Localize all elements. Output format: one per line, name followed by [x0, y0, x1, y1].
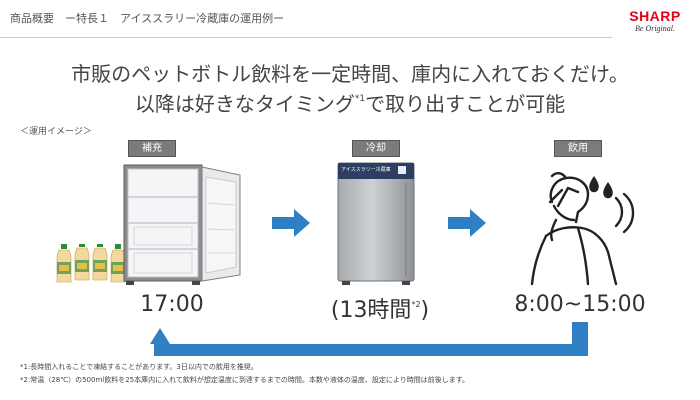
right-arrow-icon	[448, 209, 486, 237]
usage-label: ＜運用イメージ＞	[20, 127, 92, 137]
bottle-icon	[110, 244, 126, 283]
headline-line-1: 市販のペットボトル飲料を一定時間、庫内に入れておくだけ。	[71, 62, 629, 86]
bottles-illustration	[56, 244, 126, 283]
closed-fridge-illustration	[337, 162, 415, 285]
step-tag-cooling: 冷却	[352, 140, 400, 157]
step-time-cooling: (13時間*2)	[310, 292, 450, 324]
headline-line-2-main: 以降は好きなタイミング	[134, 92, 355, 116]
headline-line-2: 以降は好きなタイミング*1で取り出すことが可能	[0, 88, 700, 117]
cooling-duration: (13時間	[330, 298, 412, 323]
brand-name: SHARP	[629, 8, 681, 24]
step-tag-drinking: 飲用	[554, 140, 602, 157]
breadcrumb: 商品概要 ー特長１ アイススラリー冷蔵庫の運用例ー	[10, 12, 285, 25]
bottle-icon	[56, 244, 72, 283]
drinking-person-icon	[530, 172, 635, 286]
footnote-1: *1:長時間入れることで凍結することがあります。3日以内での飲用を推奨。	[20, 363, 258, 371]
cooling-duration-close: )	[420, 298, 430, 323]
return-loop-arrow-icon	[150, 322, 588, 356]
step-time-refill: 17:00	[140, 292, 204, 317]
header-divider	[0, 37, 612, 38]
right-arrow-icon	[272, 209, 310, 237]
step-time-drinking: 8:00~15:00	[514, 292, 646, 317]
footnote-2: *2:常温（28℃）の500ml飲料を25本庫内に入れて飲料が想定温度に到達する…	[20, 376, 470, 384]
bottle-icon	[92, 244, 108, 281]
fridge-panel-label: アイススラリー冷蔵庫	[341, 167, 391, 173]
bottle-icon	[74, 244, 90, 281]
brand-logo: SHARP Be Original.	[616, 8, 694, 34]
headline-line-2-rest: で取り出すことが可能	[365, 92, 566, 116]
step-tag-refill: 補充	[128, 140, 176, 157]
headline-footnote-mark: *1	[354, 94, 366, 104]
cooling-footnote-mark: *2	[411, 300, 421, 309]
brand-tagline: Be Original.	[635, 24, 675, 33]
open-freezer-illustration	[123, 164, 241, 285]
